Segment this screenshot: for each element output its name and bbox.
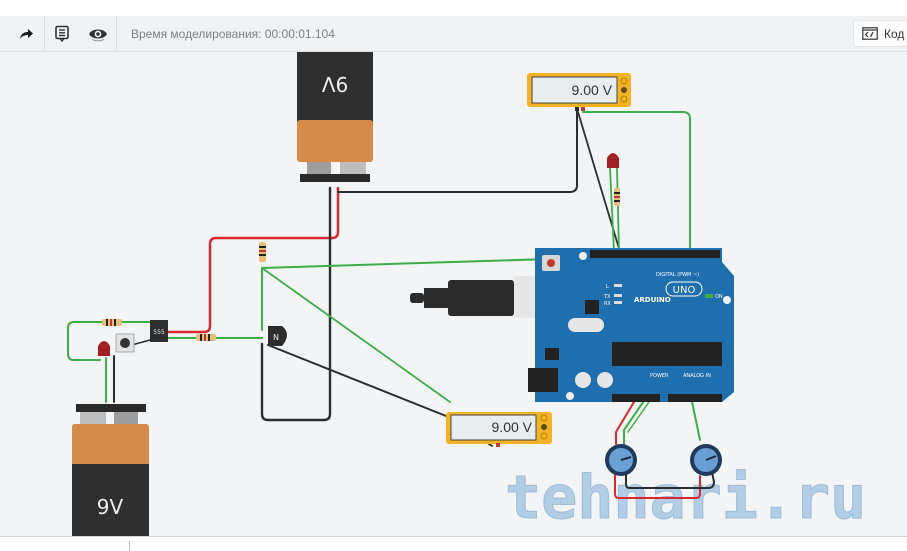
code-window-icon xyxy=(862,27,878,40)
arduino-model: UNO xyxy=(673,285,696,296)
wire-green xyxy=(609,167,615,253)
wire-green xyxy=(261,267,451,403)
view-button[interactable] xyxy=(84,16,112,52)
digital-pins-label: DIGITAL (PWM ~) xyxy=(656,272,699,278)
tx-led-label: TX xyxy=(603,294,611,300)
wire-black xyxy=(260,186,332,422)
wire-green xyxy=(67,321,151,361)
wire-green xyxy=(623,391,651,445)
on-led-label: ON xyxy=(715,294,723,300)
resistor[interactable] xyxy=(196,334,216,341)
led-top[interactable] xyxy=(607,153,620,206)
l-led-label: L xyxy=(606,284,609,290)
toolbar-divider xyxy=(44,16,45,52)
eye-icon xyxy=(89,29,107,42)
wire-red xyxy=(166,186,340,334)
transistor-npn[interactable]: N xyxy=(268,326,287,346)
toolbar-divider xyxy=(116,16,117,52)
battery-label: 9V xyxy=(97,495,124,519)
wire-black xyxy=(337,109,578,193)
notes-icon xyxy=(55,25,69,43)
multimeter-reading: 9.00 V xyxy=(492,419,533,435)
wire-red xyxy=(615,391,641,445)
timer-555-chip[interactable]: 555 xyxy=(150,320,168,342)
potentiometer[interactable] xyxy=(690,444,722,476)
simulation-time: Время моделирования: 00:00:01.104 xyxy=(131,27,335,41)
notes-button[interactable] xyxy=(48,16,76,52)
multimeter-bottom[interactable]: 9.00 V xyxy=(446,412,552,447)
transistor-label: N xyxy=(273,333,279,342)
chip-label: 555 xyxy=(153,329,165,336)
wire-green xyxy=(616,167,620,253)
battery-top[interactable]: 9V xyxy=(297,52,373,182)
circuit-diagram: tehnari.ru xyxy=(67,52,867,536)
redo-button[interactable] xyxy=(10,16,42,52)
push-button[interactable] xyxy=(115,333,135,353)
wire-red xyxy=(614,469,701,499)
battery-bottom[interactable]: 9V xyxy=(72,404,149,536)
redo-arrow-icon xyxy=(20,29,33,39)
circuit-canvas[interactable]: tehnari.ru xyxy=(0,52,907,536)
power-pins-label: POWER xyxy=(650,373,669,379)
code-button[interactable]: Код xyxy=(853,20,907,47)
potentiometer[interactable] xyxy=(605,444,637,476)
led-left[interactable] xyxy=(98,341,110,356)
resistor[interactable] xyxy=(102,319,122,326)
wire-green xyxy=(582,111,691,253)
toolbar: Время моделирования: 00:00:01.104 Код xyxy=(0,16,907,52)
wire-black xyxy=(267,344,447,417)
resistor[interactable] xyxy=(259,242,266,262)
bottom-panel xyxy=(0,536,907,551)
multimeter-reading: 9.00 V xyxy=(572,82,613,98)
arduino-brand: ARDUINO xyxy=(634,296,671,304)
arduino-uno-board[interactable]: ARDUINO UNO DIGITAL (PWM ~) POWER ANALOG… xyxy=(528,248,734,402)
wire-black xyxy=(625,469,715,489)
code-button-label: Код xyxy=(884,26,905,41)
top-strip xyxy=(0,0,907,16)
analog-pins-label: ANALOG IN xyxy=(683,373,711,379)
battery-label: 9V xyxy=(321,72,348,96)
multimeter-top[interactable]: 9.00 V xyxy=(527,73,631,111)
rx-led-label: RX xyxy=(604,301,611,307)
